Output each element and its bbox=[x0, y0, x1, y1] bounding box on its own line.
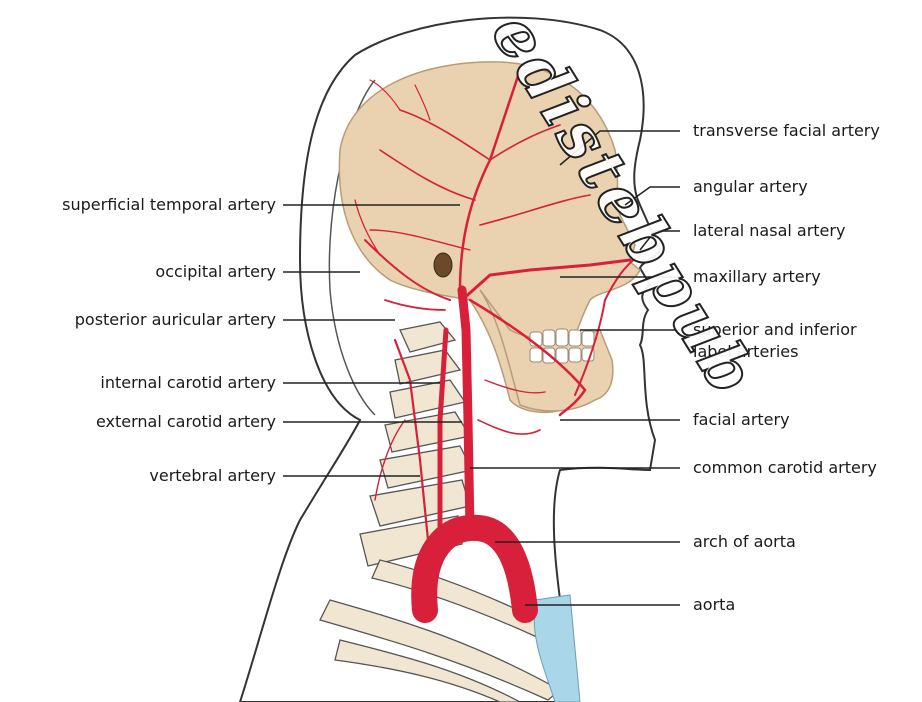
label-angular-artery: angular artery bbox=[693, 177, 808, 197]
label-aorta: aorta bbox=[693, 595, 735, 615]
label-labial-arteries-line2: label arteries bbox=[693, 342, 798, 362]
label-transverse-facial-artery: transverse facial artery bbox=[693, 121, 880, 141]
label-superficial-temporal-artery: superficial temporal artery bbox=[62, 195, 276, 215]
label-internal-carotid-artery: internal carotid artery bbox=[100, 373, 276, 393]
label-maxillary-artery: maxillary artery bbox=[693, 267, 821, 287]
label-common-carotid-artery: common carotid artery bbox=[693, 458, 877, 478]
label-arch-of-aorta: arch of aorta bbox=[693, 532, 796, 552]
label-external-carotid-artery: external carotid artery bbox=[96, 412, 276, 432]
label-vertebral-artery: vertebral artery bbox=[149, 466, 276, 486]
label-labial-arteries-line1: superior and inferior bbox=[693, 320, 857, 340]
ear-canal bbox=[434, 253, 452, 277]
label-lateral-nasal-artery: lateral nasal artery bbox=[693, 221, 845, 241]
label-occipital-artery: occipital artery bbox=[155, 262, 276, 282]
label-posterior-auricular-artery: posterior auricular artery bbox=[75, 310, 276, 330]
label-facial-artery: facial artery bbox=[693, 410, 790, 430]
